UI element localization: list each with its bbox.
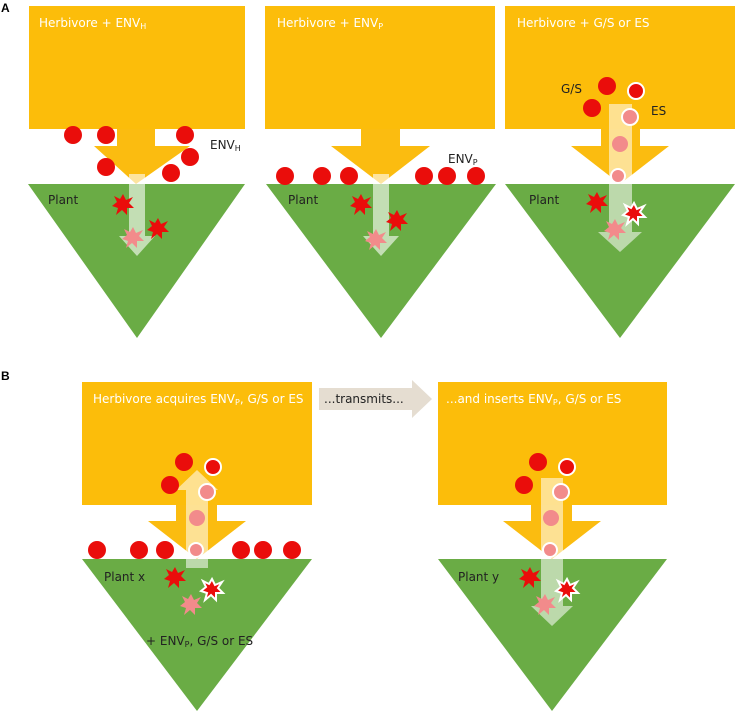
- plant-label: Plant: [529, 193, 560, 207]
- feeding-arrow: [331, 129, 430, 184]
- bottom-a: + ENV: [146, 634, 185, 648]
- plant-triangle: [28, 184, 245, 338]
- title-b: , G/S or ES: [239, 392, 304, 406]
- gs-es-particles: [583, 77, 645, 184]
- title-sub: H: [140, 22, 147, 31]
- gs-label: G/S: [561, 82, 582, 96]
- herbivore-box: [29, 6, 245, 129]
- herbivore-gs-es-title: Herbivore + G/S or ES: [517, 16, 650, 30]
- panel-a-scene-3: [505, 6, 735, 338]
- bottom-sub: P: [184, 640, 190, 649]
- plant-y-label: Plant y: [458, 570, 500, 584]
- env-main: ENV: [210, 138, 235, 152]
- title-main: Herbivore + ENV: [277, 16, 379, 30]
- title-a: Herbivore acquires ENV: [93, 392, 235, 406]
- plant-label: Plant: [288, 193, 319, 207]
- panel-b-scene-left: [82, 382, 312, 711]
- env-particles: [276, 167, 485, 185]
- env-sub: P: [472, 158, 478, 167]
- title-sub: P: [552, 398, 558, 407]
- es-label: ES: [651, 104, 667, 118]
- title-a: ...and inserts ENV: [446, 392, 553, 406]
- title-b: , G/S or ES: [557, 392, 622, 406]
- env-sub: H: [234, 144, 241, 153]
- transfer-arrow: [363, 174, 399, 256]
- bottom-b: , G/S or ES: [189, 634, 254, 648]
- herbivore-box: [265, 6, 495, 129]
- herbivore-env-p-title: Herbivore + ENVP: [277, 16, 383, 31]
- particles: [515, 453, 576, 558]
- env-particles: [64, 126, 199, 182]
- title-sub: P: [235, 398, 240, 407]
- plant-x-label: Plant x: [104, 570, 146, 584]
- herbivore-env-h-title: Herbivore + ENVH: [39, 16, 146, 31]
- env-main: ENV: [448, 152, 473, 166]
- plant-triangle: [266, 184, 496, 338]
- plant-triangle: [438, 559, 667, 711]
- transmits-arrow: [319, 380, 432, 418]
- panel-letter-a: A: [1, 1, 10, 15]
- panel-b-scene-right: [438, 382, 667, 711]
- panel-a-scene-1: [28, 6, 245, 338]
- plant-triangle: [505, 184, 735, 338]
- acquires-title: Herbivore acquires ENVP, G/S or ES: [93, 392, 304, 407]
- transmits-label: ...transmits...: [324, 392, 404, 406]
- plant-x-bottom-label: + ENVP, G/S or ES: [146, 634, 253, 649]
- particles: [88, 453, 301, 559]
- inserts-title: ...and inserts ENVP, G/S or ES: [446, 392, 621, 407]
- feeding-arrow: [94, 129, 190, 184]
- plant-label: Plant: [48, 193, 79, 207]
- title-sub: P: [378, 22, 384, 31]
- env-p-label: ENVP: [448, 152, 478, 167]
- transfer-arrow: [119, 174, 155, 256]
- plant-triangle: [82, 559, 312, 711]
- panel-letter-b: B: [1, 369, 10, 383]
- title-main: Herbivore + ENV: [39, 16, 141, 30]
- env-h-label: ENVH: [210, 138, 241, 153]
- panel-a-scene-2: [265, 6, 496, 338]
